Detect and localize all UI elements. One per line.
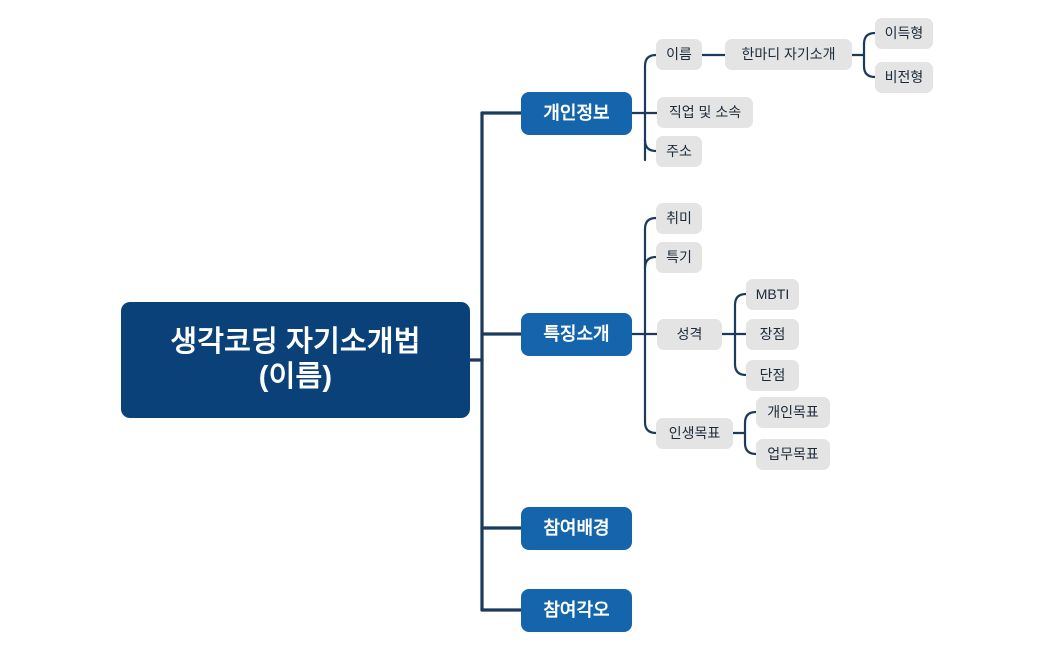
leaf-node-personality[interactable]: 성격 [657, 319, 722, 350]
leaf-node-mbti[interactable]: MBTI [746, 279, 799, 310]
leaf-node-vision-type[interactable]: 비전형 [875, 62, 933, 93]
root-node[interactable]: 생각코딩 자기소개법 (이름) [121, 302, 470, 418]
edge-성격-단점 [733, 362, 748, 377]
branch-node-personal-info[interactable]: 개인정보 [521, 92, 632, 135]
edge-개인정보-주소 [643, 138, 658, 153]
leaf-node-address[interactable]: 주소 [656, 136, 702, 167]
edge-한마디-비전형 [862, 64, 877, 79]
branch-node-participation-background[interactable]: 참여배경 [521, 507, 632, 550]
edge-인생목표-업무목표 [743, 441, 758, 456]
leaf-node-personal-goal[interactable]: 개인목표 [756, 397, 830, 428]
branch-node-participation-resolve[interactable]: 참여각오 [521, 589, 632, 632]
leaf-node-job-affiliation[interactable]: 직업 및 소속 [657, 97, 753, 128]
leaf-node-weakness[interactable]: 단점 [746, 360, 799, 391]
leaf-node-gain-type[interactable]: 이득형 [875, 18, 933, 49]
leaf-node-name[interactable]: 이름 [656, 39, 702, 70]
leaf-node-one-line-intro[interactable]: 한마디 자기소개 [725, 39, 852, 70]
edge-특징소개-취미 [643, 216, 658, 231]
edge-한마디-이득형 [862, 31, 877, 46]
leaf-node-strength[interactable]: 장점 [746, 319, 799, 350]
leaf-node-work-goal[interactable]: 업무목표 [756, 439, 830, 470]
leaf-node-hobby[interactable]: 취미 [656, 203, 702, 234]
edge-개인정보-이름 [643, 53, 658, 68]
edge-특징소개-특기 [643, 255, 658, 270]
edge-특징소개-인생목표 [643, 420, 658, 435]
leaf-node-life-goal[interactable]: 인생목표 [656, 418, 733, 449]
edge-성격-MBTI [733, 292, 748, 307]
leaf-node-talent[interactable]: 특기 [656, 242, 702, 273]
branch-node-feature-intro[interactable]: 특징소개 [521, 313, 632, 356]
edge-인생목표-개인목표 [743, 410, 758, 425]
